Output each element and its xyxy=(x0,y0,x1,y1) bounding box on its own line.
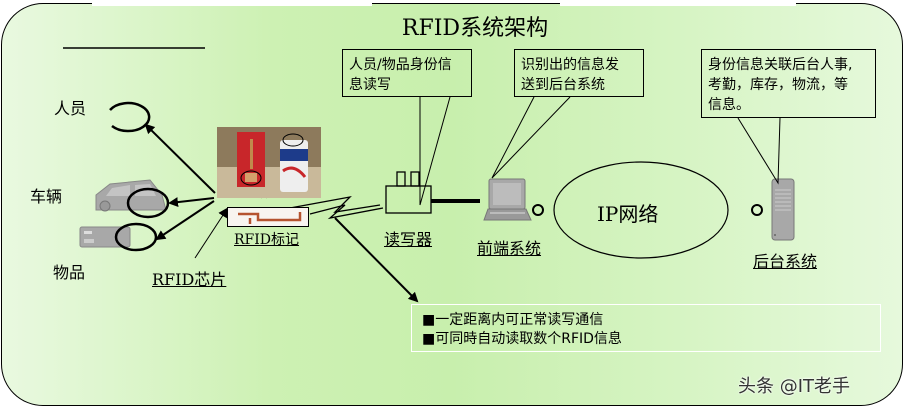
person-tag-circle xyxy=(109,101,151,133)
frontend-port-icon xyxy=(532,204,544,216)
callout-line: 送到后台系统 xyxy=(521,77,605,93)
laptop-icon xyxy=(483,178,532,221)
callout-line: 身份信息关联后台人事, xyxy=(708,57,853,73)
vehicle-tag-circle xyxy=(126,187,170,219)
entity-person-label: 人员 xyxy=(54,99,87,118)
wireless-signal-icon xyxy=(289,195,381,213)
callout-line: 考勤，库存，物流，等 xyxy=(708,77,848,93)
feature-item: ■一定距离内可正常读写通信 xyxy=(422,312,604,328)
backend-label: 后台系统 xyxy=(753,252,818,271)
arrow-to-goods xyxy=(155,200,215,241)
frontend-callout: 识别出的信息发 送到后台系统 xyxy=(514,49,644,97)
reader-callout-pointer xyxy=(419,96,451,206)
chip-pointer xyxy=(194,207,229,259)
entity-vehicle-label: 车辆 xyxy=(30,187,63,206)
feature-item: ■可同時自动读取数个RFID信息 xyxy=(422,331,622,347)
server-icon xyxy=(771,178,795,241)
callout-line: 息读写 xyxy=(349,77,391,93)
ip-network-ellipse xyxy=(553,161,729,259)
rfid-tag-image xyxy=(227,207,309,227)
callout-line: 人员/物品身份信 xyxy=(349,57,452,73)
callout-line: 识别出的信息发 xyxy=(521,57,619,73)
frontend-label: 前端系统 xyxy=(477,239,542,258)
rfid-antenna-graphic xyxy=(238,212,302,224)
rfid-tag-label: RFID标记 xyxy=(234,232,300,248)
arrow-to-person xyxy=(144,123,216,194)
diagram-title: RFID系统架构 xyxy=(401,16,549,41)
reader-callout: 人员/物品身份信 息读写 xyxy=(342,49,472,97)
backend-callout-pointer xyxy=(737,117,781,185)
photo-graphic xyxy=(217,127,321,198)
reader-icon xyxy=(385,171,432,214)
rfid-chip-label: RFID芯片 xyxy=(152,270,227,289)
features-box: ■一定距离内可正常读写通信 ■可同時自动读取数个RFID信息 xyxy=(411,304,881,352)
backend-port-icon xyxy=(751,204,763,216)
arrow-to-features xyxy=(334,217,419,303)
frame-gap xyxy=(92,0,372,6)
arrow-to-vehicle xyxy=(168,197,215,208)
entity-goods-label: 物品 xyxy=(53,263,86,282)
watermark: 头条 @IT老手 xyxy=(738,376,851,397)
callout-line: 信息。 xyxy=(708,97,750,113)
goods-box-icon xyxy=(79,226,131,248)
tagged-items-photo xyxy=(217,127,321,198)
frame-gap xyxy=(560,0,796,6)
reader-label: 读写器 xyxy=(384,230,433,249)
frontend-callout-pointer xyxy=(491,96,571,179)
backend-callout: 身份信息关联后台人事, 考勤，库存，物流，等 信息。 xyxy=(701,49,876,118)
ip-network-label: IP网络 xyxy=(597,202,659,226)
